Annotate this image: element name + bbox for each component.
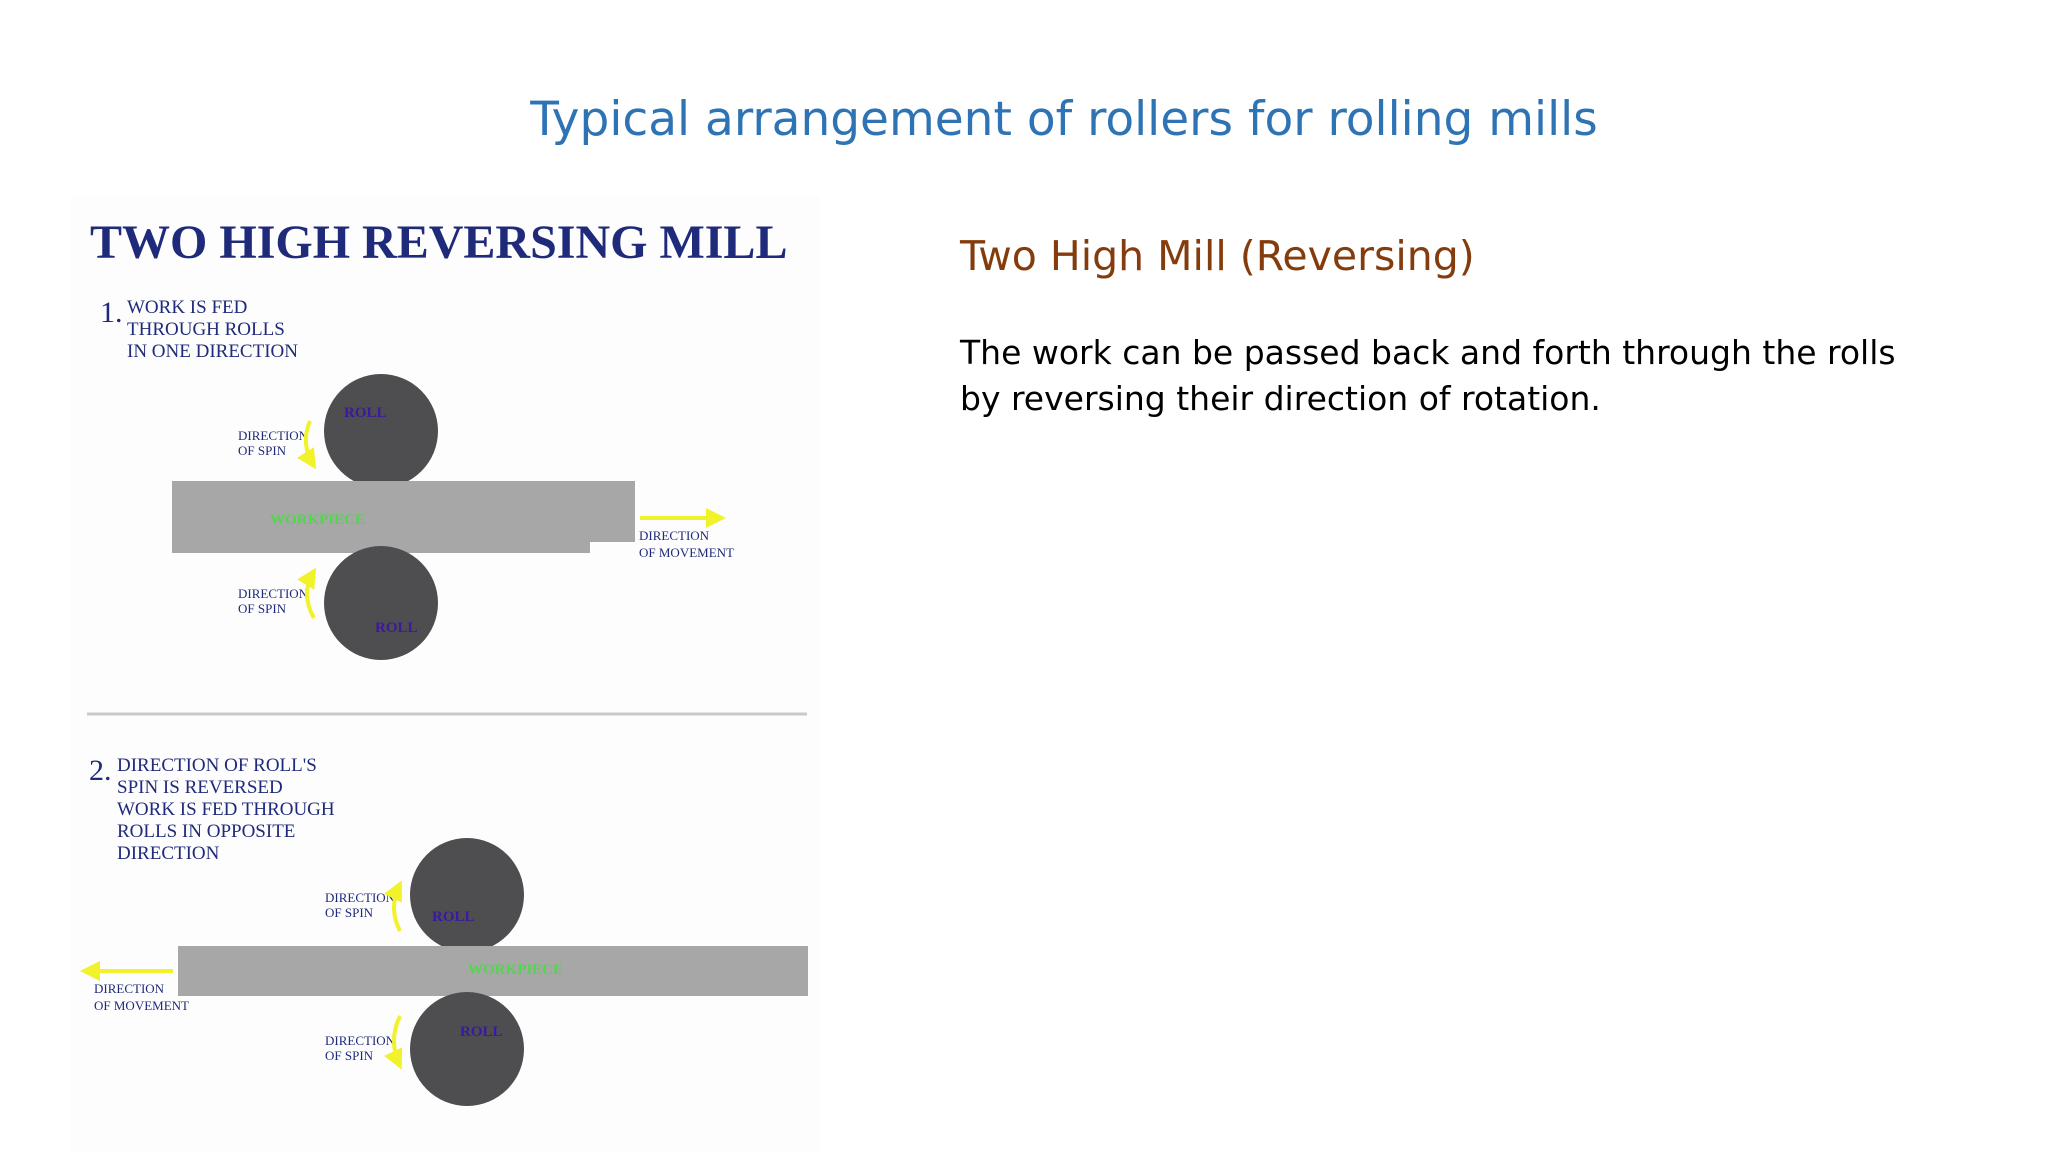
step2-spin-bottom-line-1: DIRECTION xyxy=(325,1033,396,1048)
step2-line-2: SPIN IS REVERSED xyxy=(117,777,283,798)
step2-line-3: WORK IS FED THROUGH xyxy=(117,799,335,820)
step2-number: 2. xyxy=(89,754,112,787)
step1-line-3: IN ONE DIRECTION xyxy=(127,341,298,362)
step2-spin-top-line-2: OF SPIN xyxy=(325,905,374,920)
step2-roll-bottom-label: ROLL xyxy=(460,1024,503,1040)
step2-line-5: DIRECTION xyxy=(117,843,220,864)
step2-spin-top-line-1: DIRECTION xyxy=(325,890,396,905)
step1-roll-bottom xyxy=(324,546,438,660)
step1-spin-top-arrow xyxy=(296,420,317,470)
step2-spin-bottom-line-2: OF SPIN xyxy=(325,1048,374,1063)
slide-title: Typical arrangement of rollers for rolli… xyxy=(530,92,1598,147)
step2-line-1: DIRECTION OF ROLL'S xyxy=(117,755,317,776)
step1-line-2: THROUGH ROLLS xyxy=(127,319,285,340)
step1-workpiece xyxy=(172,481,635,553)
step1-spin-top-line-1: DIRECTION xyxy=(238,428,309,443)
step2-spin-top-arrow xyxy=(383,880,402,932)
step1-roll-top-label: ROLL xyxy=(344,405,387,421)
step2-spin-bottom-arrow xyxy=(384,1015,403,1070)
step1-roll-top xyxy=(324,374,438,488)
step1-spin-bottom-line-2: OF SPIN xyxy=(238,601,287,616)
body-line-2: by reversing their direction of rotation… xyxy=(960,379,1601,418)
step2-roll-top-label: ROLL xyxy=(432,909,475,925)
step1-spin-bottom-line-1: DIRECTION xyxy=(238,586,309,601)
step2-roll-top xyxy=(410,838,524,952)
rolling-mill-figure: TWO HIGH REVERSING MILL 1. WORK IS FED T… xyxy=(70,196,820,1152)
step2-roll-bottom xyxy=(410,992,524,1106)
step2-movement-line-1: DIRECTION xyxy=(94,981,165,996)
step2-line-4: ROLLS IN OPPOSITE xyxy=(117,821,295,842)
step1-line-1: WORK IS FED xyxy=(127,297,247,318)
step1-roll-bottom-label: ROLL xyxy=(375,620,418,636)
step1-workpiece-label: WORKPIECE xyxy=(270,512,365,528)
step2-movement-line-2: OF MOVEMENT xyxy=(94,998,189,1013)
step1-spin-bottom-arrow xyxy=(297,567,317,620)
body-line-1: The work can be passed back and forth th… xyxy=(960,333,1896,372)
step1-number: 1. xyxy=(100,296,123,329)
section-subtitle: Two High Mill (Reversing) xyxy=(960,232,1475,280)
step1-movement-line-1: DIRECTION xyxy=(639,528,710,543)
step1-movement-line-2: OF MOVEMENT xyxy=(639,545,734,560)
step2-workpiece-label: WORKPIECE xyxy=(468,962,563,978)
rolling-mill-diagram: TWO HIGH REVERSING MILL 1. WORK IS FED T… xyxy=(80,216,808,1106)
body-paragraph: The work can be passed back and forth th… xyxy=(960,330,1896,422)
step2-workpiece xyxy=(178,946,808,996)
step1-spin-top-line-2: OF SPIN xyxy=(238,443,287,458)
figure-title: TWO HIGH REVERSING MILL xyxy=(90,216,787,269)
